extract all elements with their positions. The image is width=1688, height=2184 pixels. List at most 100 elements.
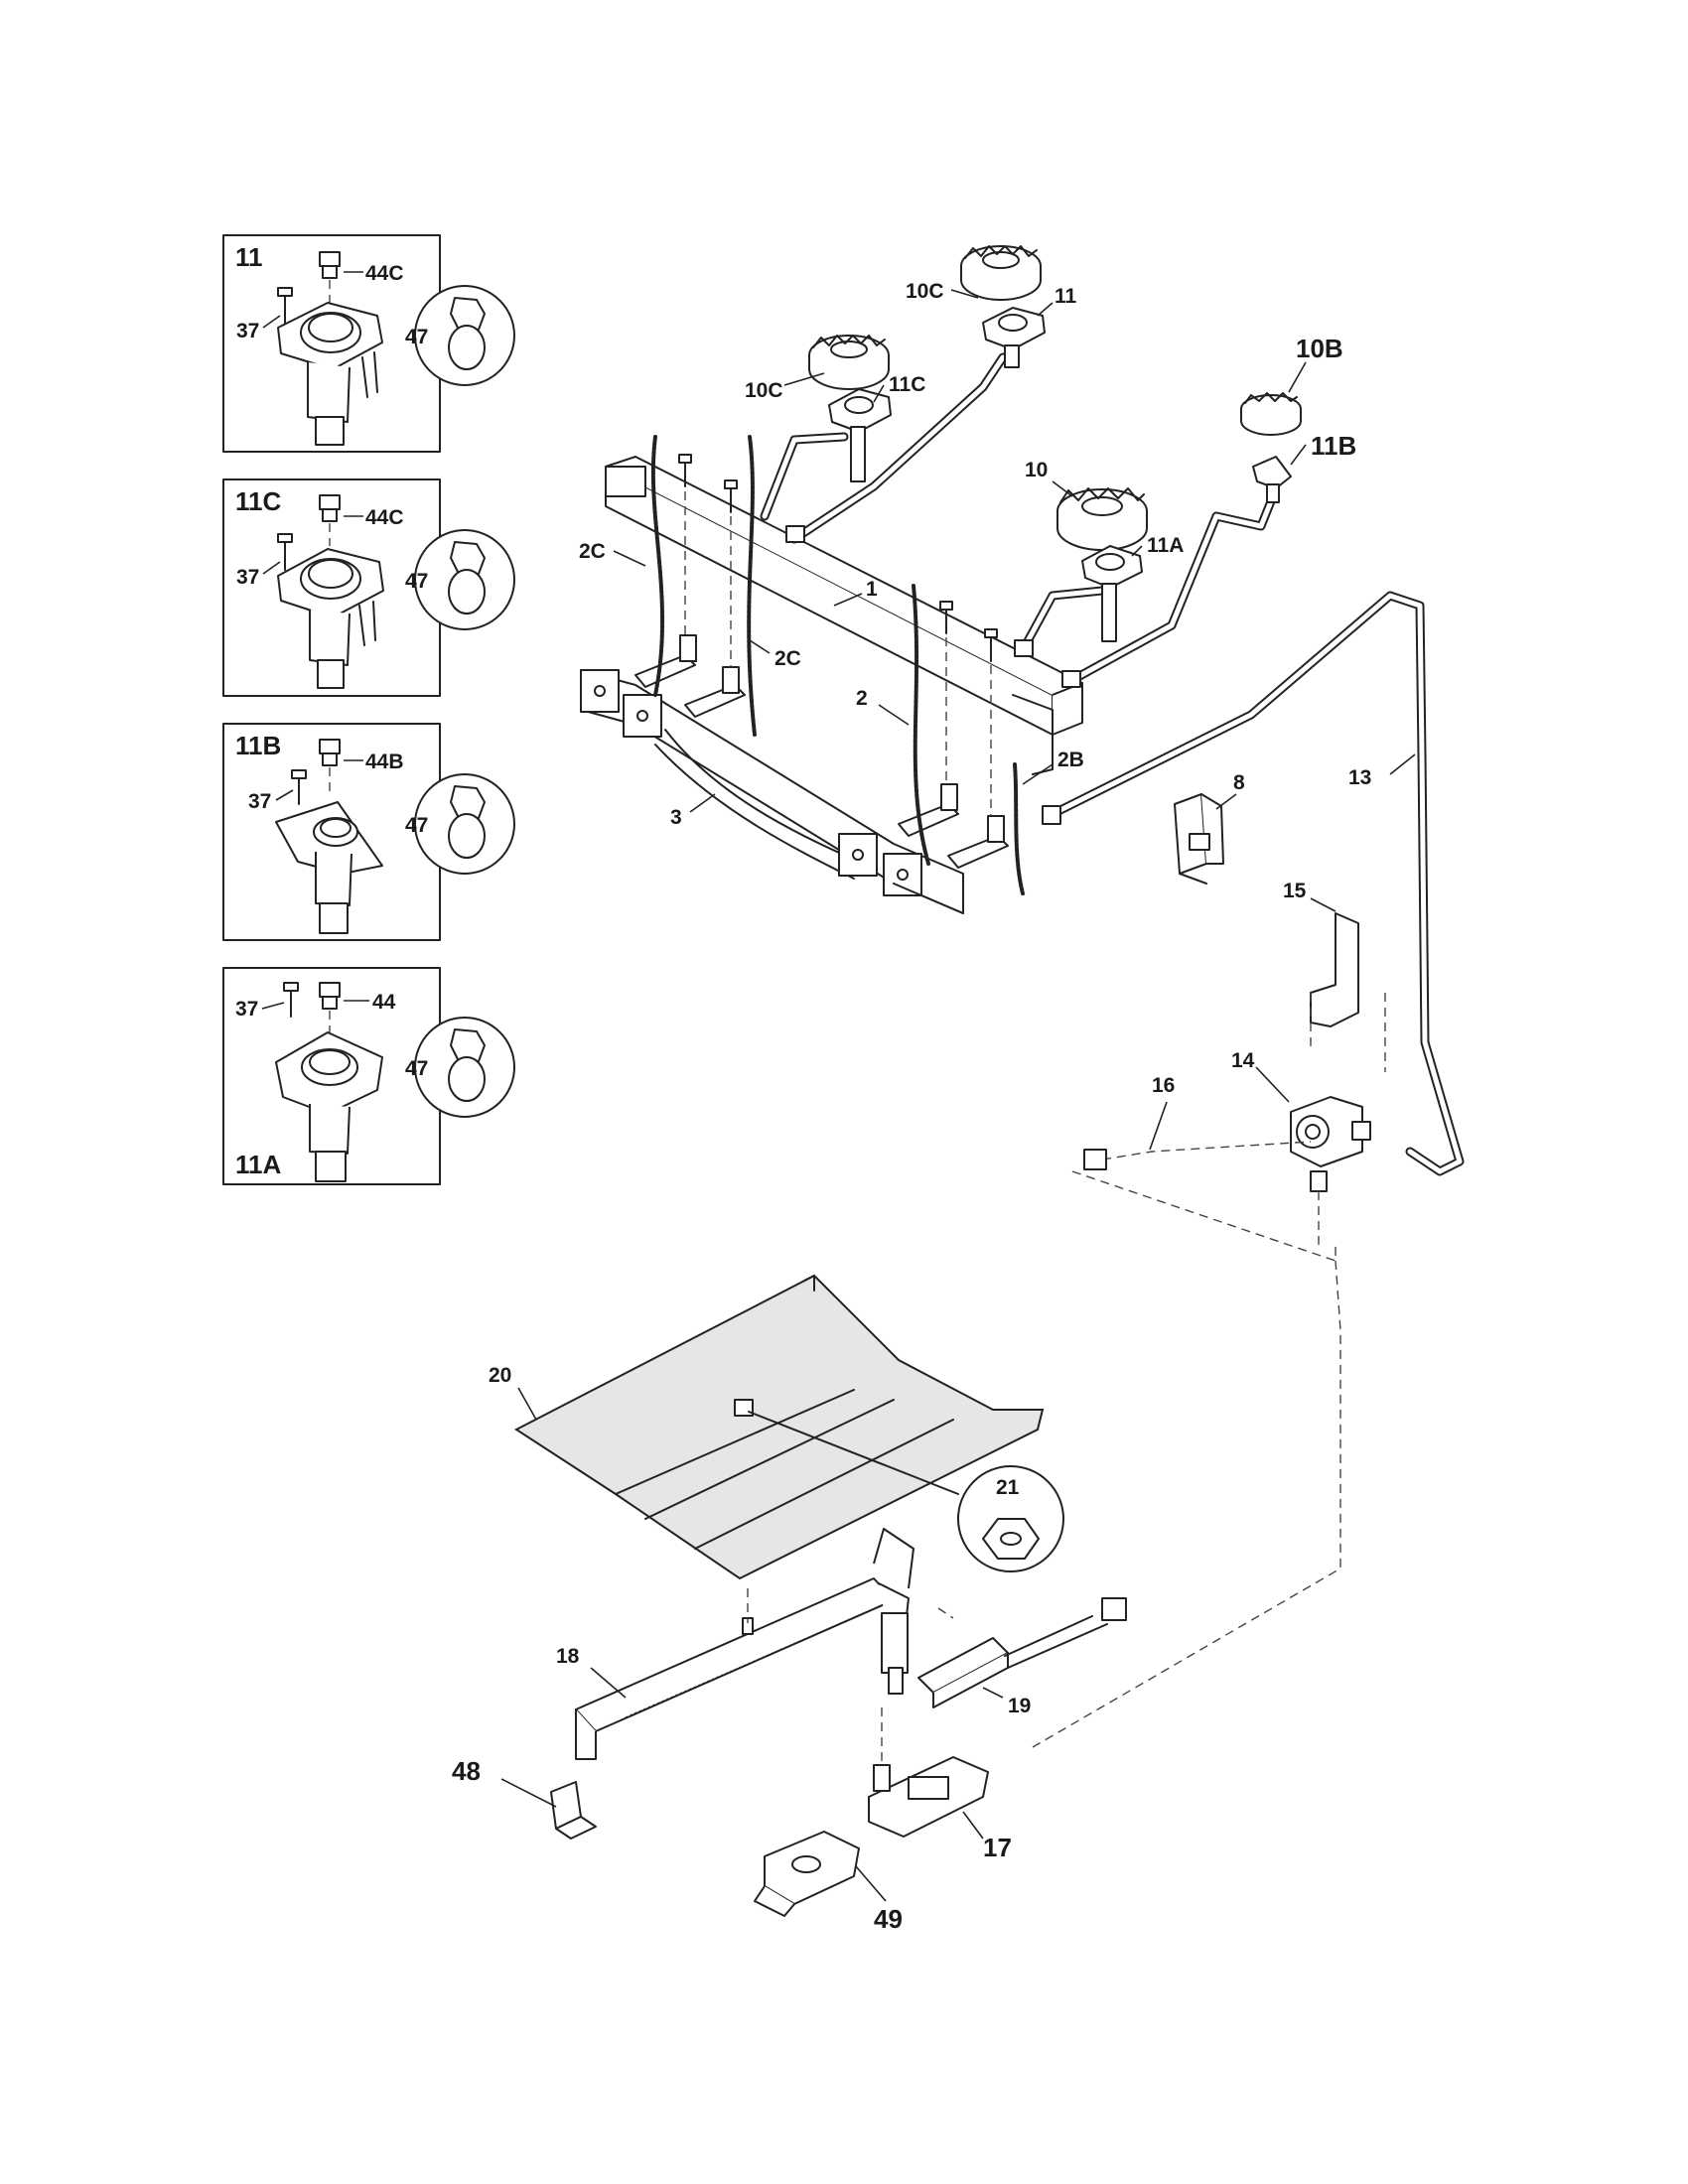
- nut-21-icon: [734, 1399, 1064, 1572]
- inset-11a-label-44: 44: [372, 991, 396, 1014]
- inset-11b-label-47: 47: [405, 814, 428, 837]
- label-3: 3: [670, 806, 682, 829]
- wire-2b-icon: [1013, 762, 1025, 895]
- burner-cap-10c-icon: [960, 245, 1042, 301]
- label-2: 2: [856, 687, 868, 710]
- shield-20-icon: [514, 1274, 1045, 1580]
- label-8: 8: [1233, 771, 1245, 794]
- inset-11a-label-37: 37: [235, 998, 258, 1021]
- inset-11b: 11B 44B 37 47: [222, 723, 515, 941]
- burner-cap-10-icon: [1056, 487, 1148, 551]
- igniter-19-icon: [917, 1597, 1127, 1708]
- label-11c: 11C: [889, 373, 925, 396]
- connector-16-icon: [1101, 1141, 1312, 1160]
- inset-11a: 11A 37 44 47: [222, 967, 515, 1185]
- screw-icon: [939, 601, 953, 634]
- label-10c: 10C: [745, 379, 783, 402]
- valve-icon: [947, 815, 1009, 869]
- label-17: 17: [983, 1833, 1012, 1862]
- orifice-47-icon: [448, 1028, 486, 1102]
- label-15: 15: [1283, 880, 1307, 902]
- label-49: 49: [874, 1904, 903, 1934]
- screw-37-icon: [277, 287, 293, 325]
- label-10: 10: [1025, 459, 1048, 481]
- inset-11: 11 44C 37 47: [222, 234, 515, 453]
- inset-11c-label-37: 37: [236, 566, 259, 589]
- bracket-48-icon: [550, 1781, 597, 1840]
- inset-11b-title: 11B: [235, 731, 281, 760]
- screw-44c-icon: [319, 251, 341, 267]
- label-18: 18: [556, 1645, 580, 1668]
- regulator-14-icon: [1290, 1096, 1371, 1251]
- label-19: 19: [1008, 1695, 1031, 1717]
- fitting-icon: [1014, 639, 1034, 657]
- label-2c-left: 2C: [579, 540, 606, 563]
- inset-11c-title: 11C: [235, 486, 281, 516]
- valve-icon: [684, 666, 746, 718]
- orifice-47-icon: [448, 785, 486, 859]
- orifice-47-icon: [448, 541, 486, 614]
- label-21: 21: [996, 1476, 1020, 1499]
- burner-head-icon: [277, 548, 384, 689]
- fitting-16-icon: [1083, 1149, 1107, 1170]
- inset-11a-label-47: 47: [405, 1057, 428, 1080]
- inset-11c-label-47: 47: [405, 570, 428, 593]
- label-2c-right: 2C: [774, 647, 801, 670]
- valve-17-icon: [868, 1707, 989, 1838]
- screw-44c-icon: [319, 494, 341, 510]
- screw-icon: [724, 479, 738, 513]
- valve-icon: [634, 634, 697, 688]
- burner-tube-18-icon: [575, 1577, 895, 1760]
- label-2b: 2B: [1057, 749, 1084, 771]
- label-1: 1: [866, 578, 878, 601]
- screw-icon: [984, 628, 998, 662]
- label-11b: 11B: [1311, 431, 1356, 461]
- bracket-15-icon: [1310, 912, 1386, 1072]
- burner-head-icon: [275, 801, 383, 934]
- bracket-rail-icon: [580, 669, 964, 914]
- burner-cap-10b-icon: [1240, 392, 1302, 436]
- tube-13-icon: [1048, 591, 1465, 1176]
- screw-icon: [678, 454, 692, 487]
- screw-37-icon: [277, 533, 293, 571]
- wire-2c-icon: [650, 435, 664, 697]
- inset-11c-label-44c: 44C: [365, 506, 404, 529]
- fitting-icon: [1061, 670, 1081, 688]
- label-10b: 10B: [1296, 334, 1343, 363]
- bracket-post-icon: [873, 1528, 914, 1695]
- inset-11b-label-37: 37: [248, 790, 271, 813]
- inset-11a-title: 11A: [235, 1150, 281, 1179]
- orifice-47-icon: [448, 297, 486, 370]
- bracket-49-icon: [754, 1831, 860, 1917]
- wire-2-icon: [912, 584, 930, 866]
- label-48: 48: [452, 1756, 481, 1786]
- fitting-icon: [1042, 805, 1061, 825]
- burner-base-11a-icon: [1081, 545, 1143, 642]
- inset-11c: 11C 44C 37 47: [222, 478, 515, 697]
- screw-44-icon: [319, 982, 341, 998]
- screw-37-icon: [291, 769, 307, 805]
- burner-base-11-icon: [982, 307, 1046, 368]
- burner-head-icon: [275, 1031, 383, 1182]
- ignition-module-8-icon: [1174, 793, 1224, 885]
- label-13: 13: [1348, 766, 1371, 789]
- manifold-rail-icon: [605, 456, 1083, 775]
- inset-11-label-47: 47: [405, 326, 428, 348]
- fitting-icon: [785, 525, 805, 543]
- label-11: 11: [1055, 285, 1077, 308]
- screw-37-icon: [283, 982, 299, 1018]
- wire-2c-icon: [747, 435, 757, 737]
- screw-44b-icon: [319, 739, 341, 754]
- label-10c-top: 10C: [906, 280, 944, 303]
- label-14: 14: [1231, 1049, 1255, 1072]
- inset-11-title: 11: [235, 242, 263, 272]
- burner-base-11b-icon: [1252, 456, 1292, 503]
- valve-icon: [898, 783, 959, 837]
- label-16: 16: [1152, 1074, 1175, 1097]
- burner-cap-10c-icon: [808, 335, 890, 390]
- inset-11b-label-44b: 44B: [365, 751, 404, 773]
- burner-head-icon: [277, 302, 383, 446]
- inset-11-label-37: 37: [236, 320, 259, 342]
- label-11a: 11A: [1147, 534, 1184, 557]
